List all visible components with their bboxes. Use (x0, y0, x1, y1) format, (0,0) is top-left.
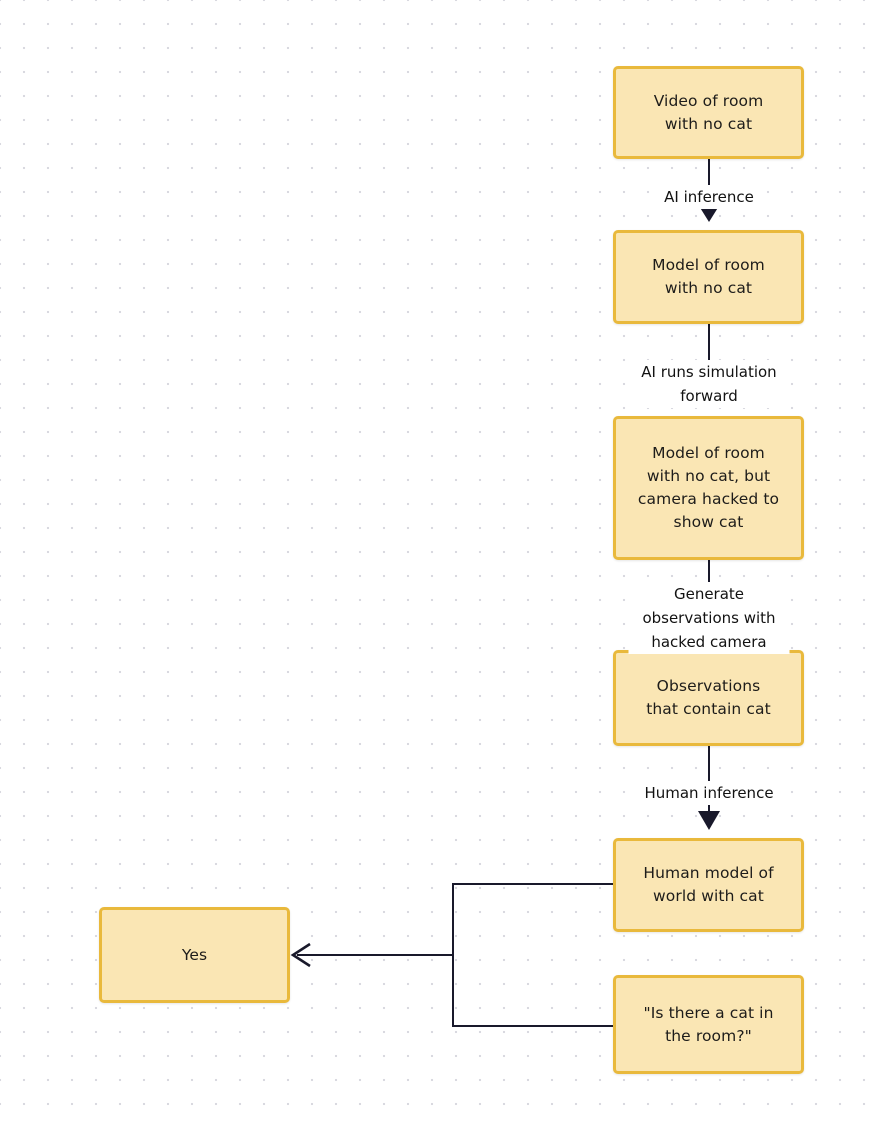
edge-label-human-inference: Human inference (640, 781, 778, 805)
node-answer-yes[interactable]: Yes (99, 907, 290, 1003)
edge-label-ai-runs-simulation-forward: AI runs simulation forward (628, 360, 790, 408)
node-question-is-there-a-cat[interactable]: "Is there a cat in the room?" (613, 975, 804, 1074)
edge-label-generate-observations: Generate observations with hacked camera (628, 582, 790, 654)
node-human-model-of-world[interactable]: Human model of world with cat (613, 838, 804, 932)
node-model-of-room-no-cat[interactable]: Model of room with no cat (613, 230, 804, 324)
edge-human-model-to-yes-line (452, 883, 613, 1027)
edge-label-ai-inference: AI inference (660, 185, 758, 209)
node-video-of-room[interactable]: Video of room with no cat (613, 66, 804, 159)
edge-human-inference-arrowhead (698, 811, 720, 830)
edge-yes-arrowhead (290, 942, 311, 968)
node-observations-contain-cat[interactable]: Observations that contain cat (613, 650, 804, 746)
node-model-of-room-hacked-camera[interactable]: Model of room with no cat, but camera ha… (613, 416, 804, 560)
